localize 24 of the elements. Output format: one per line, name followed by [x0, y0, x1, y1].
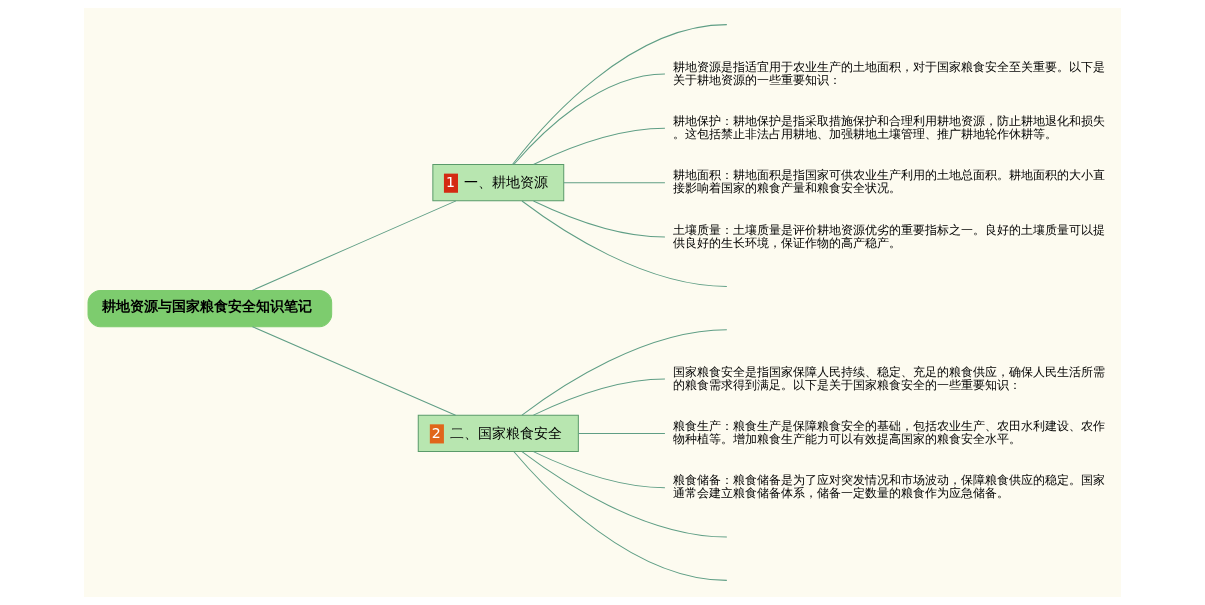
node-text: 土壤质量：土壤质量是评价耕地资源优劣的重要指标之一。良好的土壤质量可以提供良好的生长环境，保证作物的高产稳产。	[672, 222, 1105, 250]
node-text: 粮食生产：粮食生产是保障粮食安全的基础，包括农业生产、农田水利建设、农作物种植等。增加粮食生产能力可以有效提高国家的粮食安全水平。	[672, 418, 1105, 447]
node-text: 国家粮食安全是指国家保障人民持续、稳定、充足的粮食供应，确保人民生活所需的粮食需求得到满足。以下是关于国家粮食安全的一些重要知识：	[672, 364, 1105, 392]
connector	[532, 127, 666, 165]
node-box: 2 二、国家粮食安全	[417, 414, 579, 452]
connector	[252, 326, 457, 416]
connector	[521, 451, 728, 538]
node-text: 耕地面积：耕地面积是指国家可供农业生产利用的土地总面积。耕地面积的大小直接影响着国家的粮食产量和粮食安全状况。	[672, 168, 1105, 196]
connector	[563, 182, 666, 184]
connector	[532, 200, 666, 238]
connector	[532, 378, 666, 416]
connector	[521, 329, 728, 416]
node-text: 耕地资源是指适宜用于农业生产的土地面积，对于国家粮食安全至关重要。以下是关于耕地资源的一些重要知识：	[672, 59, 1105, 87]
node-text: 耕地保护：耕地保护是指采取措施保护和合理利用耕地资源，防止耕地退化和损失。这包括禁止非法占用耕地、加强耕地土壤管理、推广耕地轮作休耕等。	[672, 113, 1105, 141]
node-text: 粮食储备：粮食储备是为了应对突发情况和市场波动，保障粮食供应的稳定。国家通常会建立粮食储备体系，储备一定数量的粮食作为应急储备。	[672, 473, 1105, 501]
connector	[251, 200, 457, 291]
connector	[513, 73, 666, 165]
node-box: 1 一、耕地资源	[432, 164, 565, 202]
connector	[511, 24, 728, 166]
connector	[578, 432, 666, 434]
connector	[532, 451, 666, 489]
connector	[513, 451, 728, 581]
node-box: 耕地资源与国家粮食安全知识笔记	[87, 289, 333, 328]
connector	[521, 200, 728, 287]
